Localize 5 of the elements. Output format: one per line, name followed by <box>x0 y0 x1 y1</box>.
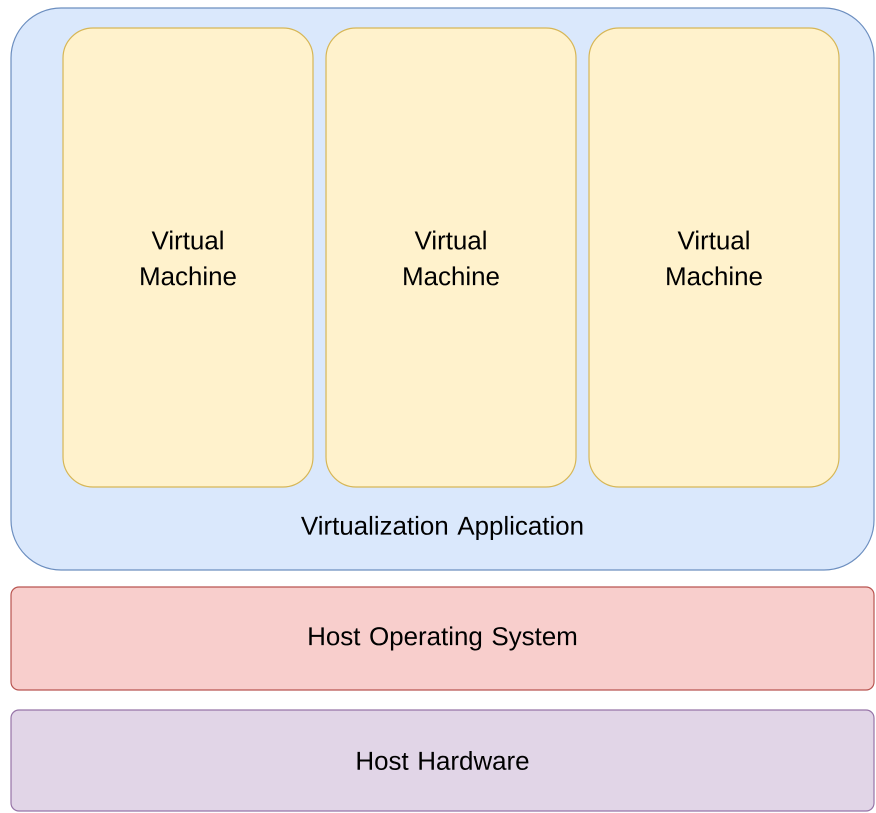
os-layer-box: Host Operating System <box>10 586 875 691</box>
vm-box: Virtual Machine <box>588 27 840 488</box>
hardware-layer-box: Host Hardware <box>10 709 875 812</box>
vm-box: Virtual Machine <box>62 27 314 488</box>
vm-box: Virtual Machine <box>325 27 577 488</box>
